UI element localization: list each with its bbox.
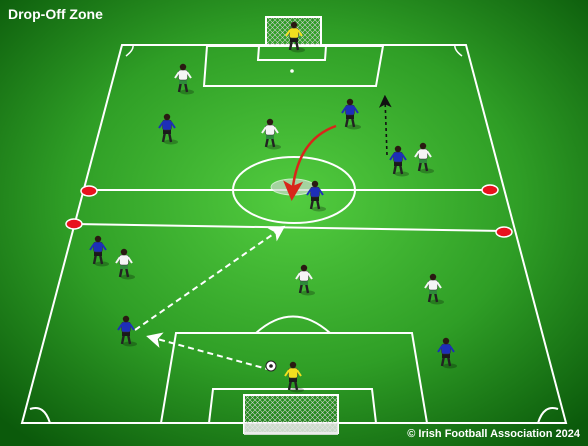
top-penalty-spot [290, 69, 294, 73]
player-icon [437, 337, 457, 369]
penalty-arc [255, 315, 331, 334]
corner-arc [125, 44, 134, 57]
player-icon [285, 21, 305, 53]
cone-marker-icon [80, 185, 98, 197]
player-icon [261, 118, 281, 150]
soccer-ball-icon [265, 360, 277, 372]
corner-arc [537, 407, 559, 424]
zone-line [73, 223, 505, 232]
player-icon [341, 98, 361, 130]
player-icon [158, 113, 178, 145]
cone-marker-icon [65, 218, 83, 230]
player-icon [295, 264, 315, 296]
player-icon [115, 248, 135, 280]
player-icon [306, 180, 326, 212]
player-icon [89, 235, 109, 267]
run-arrow [283, 124, 337, 201]
bottom-penalty-box [159, 332, 429, 424]
goal-net-icon [243, 394, 339, 435]
centre-circle [232, 156, 356, 224]
bottom-six-yard-box [207, 388, 378, 424]
corner-arc [454, 44, 463, 57]
player-icon [424, 273, 444, 305]
player-icon [389, 145, 409, 177]
player-icon [174, 63, 194, 95]
diagram-title: Drop-Off Zone [8, 6, 103, 22]
pass-arrow [146, 332, 272, 371]
cone-marker-icon [481, 184, 499, 196]
cone-marker-icon [495, 226, 513, 238]
corner-arc [29, 407, 51, 424]
player-icon [117, 315, 137, 347]
player-icon [284, 361, 304, 393]
copyright-notice: © Irish Football Association 2024 [407, 428, 580, 440]
player-icon [414, 142, 434, 174]
